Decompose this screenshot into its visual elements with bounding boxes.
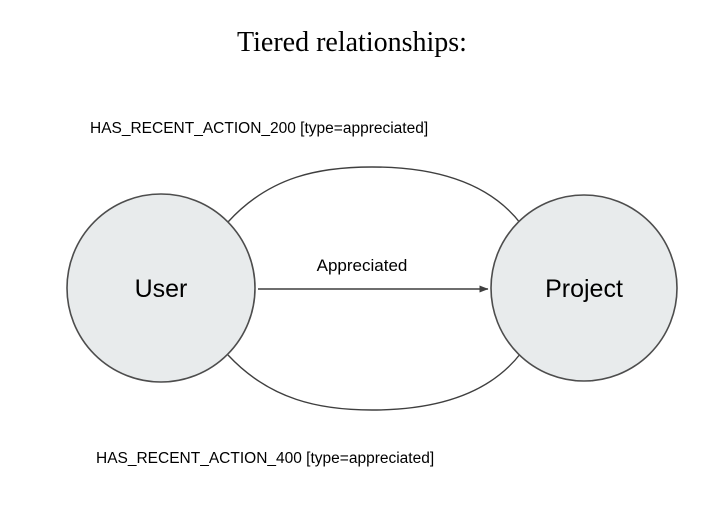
node-project-label: Project: [545, 275, 623, 303]
page-title: Tiered relationships:: [237, 27, 467, 58]
edge-middle-label: Appreciated: [317, 256, 408, 275]
top-relationship-label: HAS_RECENT_ACTION_200 [type=appreciated]: [90, 120, 428, 137]
bottom-relationship-label: HAS_RECENT_ACTION_400 [type=appreciated]: [96, 450, 434, 467]
node-user-label: User: [135, 275, 188, 303]
edge-bottom-curve: [227, 352, 522, 411]
node-project[interactable]: [490, 194, 678, 382]
node-user[interactable]: [66, 193, 256, 383]
edge-top-curve: [227, 166, 522, 225]
